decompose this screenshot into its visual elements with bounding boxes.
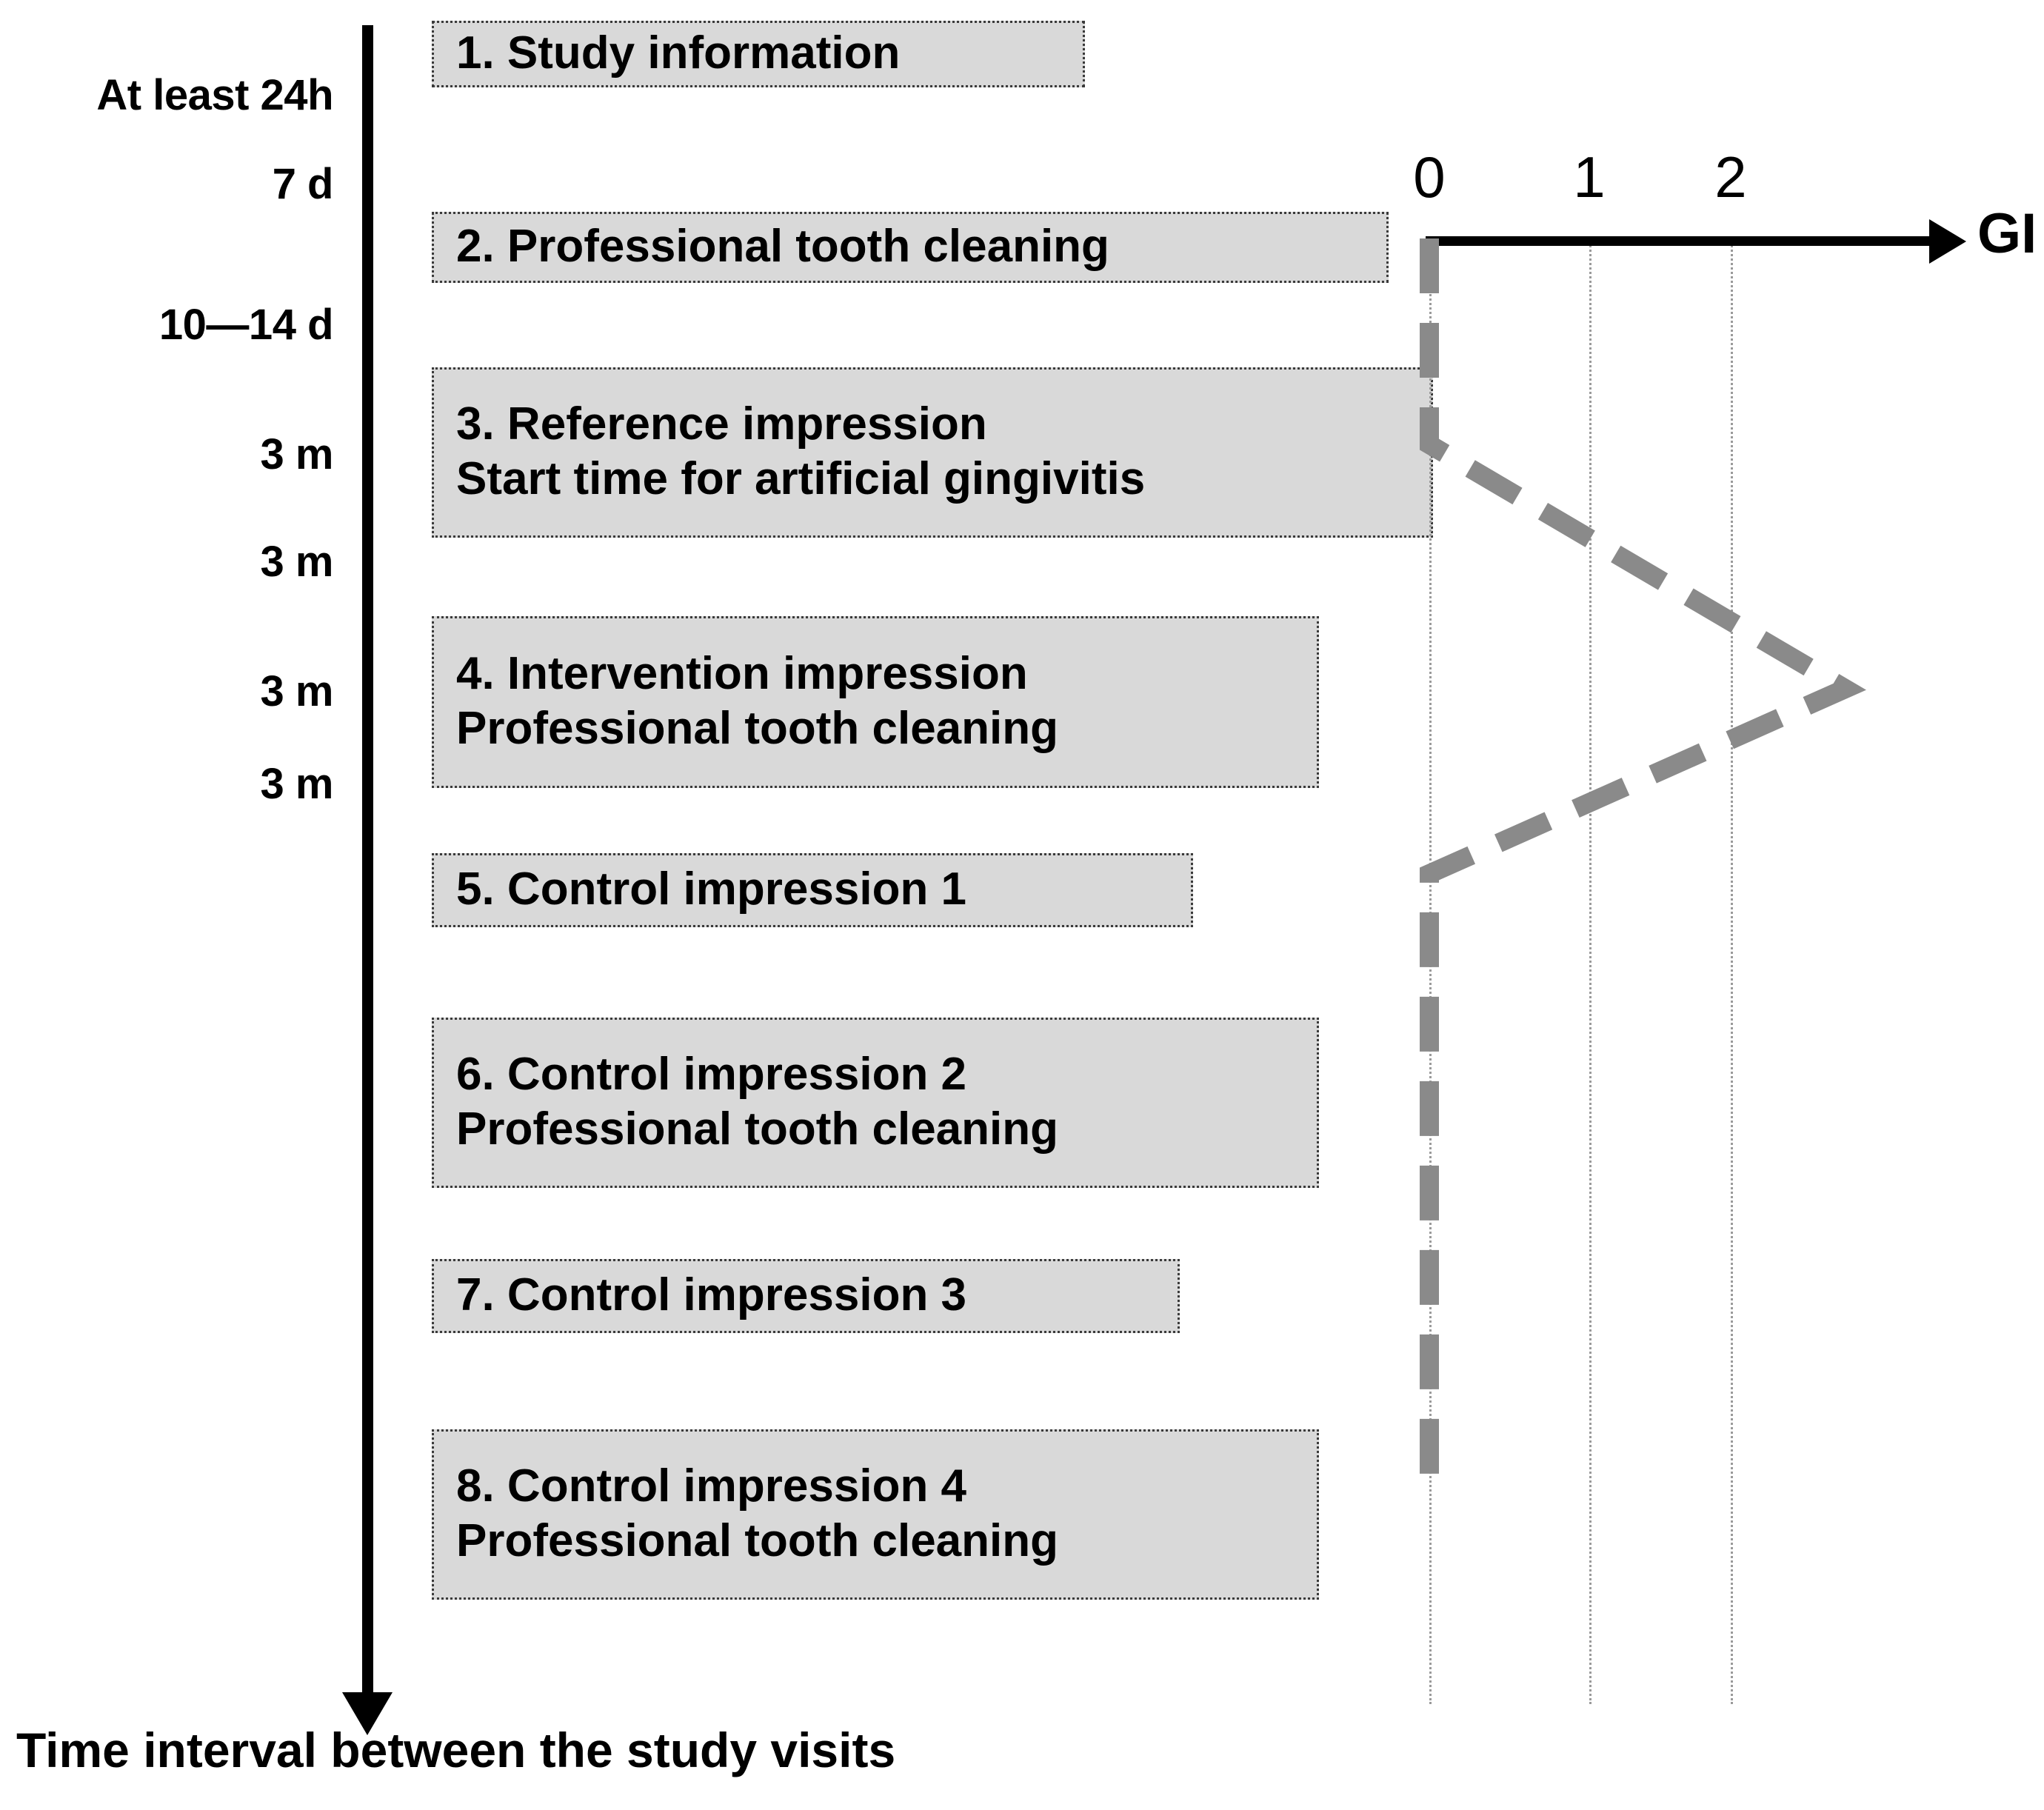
study-step-box: 1. Study information — [432, 21, 1085, 87]
study-step-label: 4. Intervention impression Professional … — [456, 647, 1058, 754]
study-step-box: 7. Control impression 3 — [432, 1259, 1180, 1333]
study-step-box: 2. Professional tooth cleaning — [432, 212, 1389, 283]
gi-chart: 0 1 2 GI — [1392, 74, 2044, 1704]
gi-axis-line — [1426, 236, 1937, 246]
time-axis-line — [362, 25, 373, 1699]
gi-line-series — [1420, 238, 1866, 1496]
gi-gridline — [1731, 241, 1733, 1704]
study-step-label: 7. Control impression 3 — [456, 1269, 967, 1320]
time-interval-label: 3 m — [260, 430, 334, 478]
time-interval-label: 7 d — [272, 160, 334, 208]
time-interval-label: 3 m — [260, 538, 334, 586]
study-step-label: 6. Control impression 2 Professional too… — [456, 1048, 1058, 1155]
time-interval-label: 10—14 d — [158, 301, 334, 349]
time-interval-label: At least 24h — [96, 71, 333, 119]
gi-gridline — [1589, 241, 1592, 1704]
study-step-box: 5. Control impression 1 — [432, 853, 1193, 927]
gi-tick-label: 2 — [1714, 144, 1747, 210]
study-step-label: 5. Control impression 1 — [456, 863, 967, 915]
study-step-box: 4. Intervention impression Professional … — [432, 616, 1319, 788]
study-step-label: 2. Professional tooth cleaning — [456, 220, 1109, 272]
study-step-label: 1. Study information — [456, 27, 901, 79]
time-interval-label: 3 m — [260, 760, 334, 808]
timeline-caption: Time interval between the study visits — [16, 1723, 896, 1777]
study-step-box: 8. Control impression 4 Professional too… — [432, 1429, 1319, 1600]
gi-tick-label: 1 — [1573, 144, 1606, 210]
gi-curve — [1420, 238, 1866, 1496]
study-step-box: 6. Control impression 2 Professional too… — [432, 1018, 1319, 1188]
study-step-label: 3. Reference impression Start time for a… — [456, 398, 1146, 504]
time-interval-label: 3 m — [260, 667, 334, 715]
gi-axis-title: GI — [1977, 202, 2037, 265]
gi-gridline — [1429, 241, 1432, 1704]
right-arrow-icon — [1929, 219, 1966, 264]
study-step-box: 3. Reference impression Start time for a… — [432, 367, 1433, 538]
down-arrow-icon — [342, 1692, 393, 1735]
study-step-label: 8. Control impression 4 Professional too… — [456, 1460, 1058, 1566]
gi-tick-label: 0 — [1413, 144, 1446, 210]
